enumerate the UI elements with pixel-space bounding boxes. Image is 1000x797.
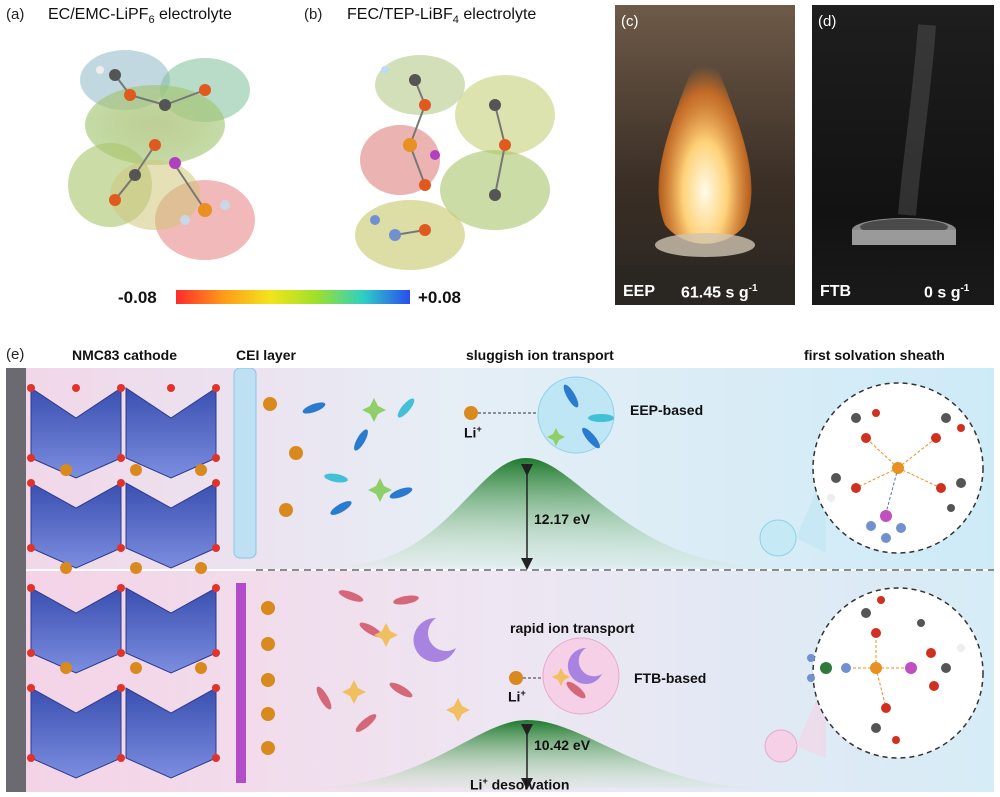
bottom-transport-title: rapid ion transport: [510, 620, 635, 636]
esp-surface-lobe: [455, 75, 555, 155]
atoms: [370, 66, 511, 241]
bottom-li-label: Li+: [508, 688, 526, 705]
colorbar-max-label: +0.08: [418, 288, 462, 307]
bottom-energy-label: 10.42 eV: [534, 737, 591, 753]
panel-c-value: 61.45 s g-1: [681, 283, 758, 302]
desolvation-label: Li+ desolvation: [470, 776, 570, 793]
bottom-energy-barrier: [306, 720, 766, 788]
top-li-ion: [464, 406, 478, 420]
cei-layer-top: [233, 368, 257, 559]
panel-b-molecule-cluster: [355, 55, 555, 270]
bottom-mini-sheath: [764, 729, 798, 763]
panel-c-label: (c): [621, 13, 639, 30]
top-solvation-detail-atoms: [827, 409, 966, 543]
panel-d-value: 0 s g-1: [924, 283, 970, 302]
top-li-ions: [263, 397, 303, 517]
top-solvent-molecules: [302, 398, 415, 515]
panel-d-no-flame-photo: (d) FTB 0 s g-1: [812, 5, 994, 305]
panel-d-label: (d): [818, 13, 837, 30]
panel-c-name: EEP: [623, 283, 656, 300]
panel-a-title: EC/EMC-LiPF6 electrolyte: [48, 6, 232, 27]
bottom-sheath-label: FTB-based: [634, 670, 707, 686]
top-transport-title: sluggish ion transport: [466, 347, 614, 363]
colorbar-min-label: -0.08: [118, 288, 157, 307]
bottom-sphere-molecules: [552, 647, 602, 699]
flame-image: [615, 35, 795, 305]
top-energy-barrier: [336, 458, 766, 566]
colorbar-gradient: [176, 290, 410, 304]
cathode-lattice: [6, 368, 220, 792]
panel-e-label: (e): [6, 346, 25, 363]
top-sphere-molecules: [547, 384, 614, 449]
top-sheath-label: EEP-based: [630, 402, 704, 418]
bottom-li-ion: [509, 671, 523, 685]
esp-surface-lobe: [355, 200, 465, 270]
bottom-li-ions: [261, 601, 275, 755]
top-energy-label: 12.17 eV: [534, 511, 591, 527]
panel-c-flame-photo: (c) EEP 61.45 s g-1: [615, 5, 795, 305]
solvation-sheath-title: first solvation sheath: [804, 347, 945, 363]
top-li-label: Li+: [464, 424, 482, 441]
panel-b-title: FEC/TEP-LiBF4 electrolyte: [347, 6, 537, 27]
panel-d-name: FTB: [820, 283, 852, 300]
bottom-solvation-detail-atoms: [807, 596, 965, 744]
cathode-label: NMC83 cathode: [72, 347, 178, 363]
cei-layer-label: CEI layer: [236, 347, 296, 363]
panel-b-label: (b): [304, 6, 323, 23]
panel-a-label: (a): [6, 6, 25, 23]
dish-image: [852, 24, 956, 245]
bottom-solvent-molecules: [316, 590, 470, 732]
bottom-solvation-detail-circle: [812, 587, 984, 759]
cei-layer-bottom: [236, 583, 246, 783]
esp-surface-lobe: [360, 125, 440, 195]
top-mini-sheath: [759, 519, 797, 557]
esp-surface-lobe: [375, 55, 465, 115]
ion-transport-diagram: [6, 368, 994, 792]
atoms: [96, 66, 230, 225]
panel-a-molecule-cluster: [68, 50, 255, 260]
